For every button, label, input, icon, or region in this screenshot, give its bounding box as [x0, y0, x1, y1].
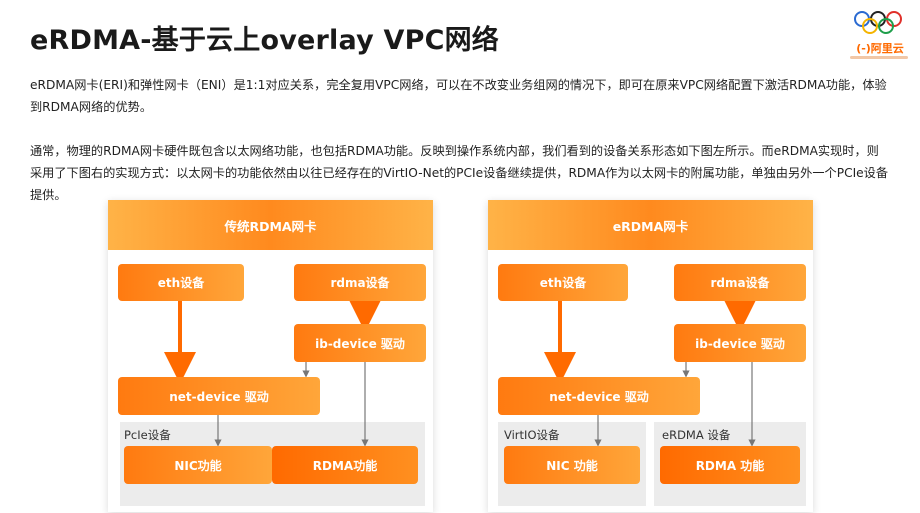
erdma-device-label: eRDMA 设备	[662, 428, 731, 442]
intro-paragraph: eRDMA网卡(ERI)和弹性网卡（ENI）是1:1对应关系，完全复用VPC网络…	[30, 78, 887, 114]
page-title: eRDMA-基于云上overlay VPC网络	[30, 25, 500, 56]
panel-header: 传统RDMA网卡	[108, 200, 433, 250]
net-device-driver-box: net-device 驱动	[498, 377, 700, 415]
traditional-rdma-panel: 传统RDMA网卡 PcIe设备 eth设备 rdma设备 ib-device 驱…	[108, 200, 433, 512]
alibaba-cloud-logo: (-)阿里云	[846, 10, 910, 70]
nic-function-box: NIC功能	[124, 446, 272, 484]
nic-function-box: NIC 功能	[504, 446, 640, 484]
flow-arrows	[544, 300, 756, 447]
ib-device-driver-box: ib-device 驱动	[294, 324, 426, 362]
rdma-function-box: RDMA 功能	[660, 446, 800, 484]
detail-paragraph: 通常，物理的RDMA网卡硬件既包含以太网络功能，也包括RDMA功能。反映到操作系…	[30, 144, 889, 202]
eth-device-box: eth设备	[498, 264, 628, 301]
eth-device-box: eth设备	[118, 264, 244, 301]
rdma-function-box: RDMA功能	[272, 446, 418, 484]
pcie-device-label: PcIe设备	[124, 428, 171, 442]
rdma-device-box: rdma设备	[294, 264, 426, 301]
panel-header: eRDMA网卡	[488, 200, 813, 250]
flow-arrows	[164, 300, 381, 447]
net-device-driver-box: net-device 驱动	[118, 377, 320, 415]
brand-name: (-)阿里云	[856, 42, 904, 55]
ib-device-driver-box: ib-device 驱动	[674, 324, 806, 362]
erdma-panel: eRDMA网卡 VirtIO设备 eRDMA 设备 eth设备 rdma设备 i…	[488, 200, 813, 512]
virtio-device-label: VirtIO设备	[504, 428, 560, 442]
olympic-rings-icon	[854, 11, 902, 34]
brand-tagline-bar	[850, 56, 908, 59]
rdma-device-box: rdma设备	[674, 264, 806, 301]
